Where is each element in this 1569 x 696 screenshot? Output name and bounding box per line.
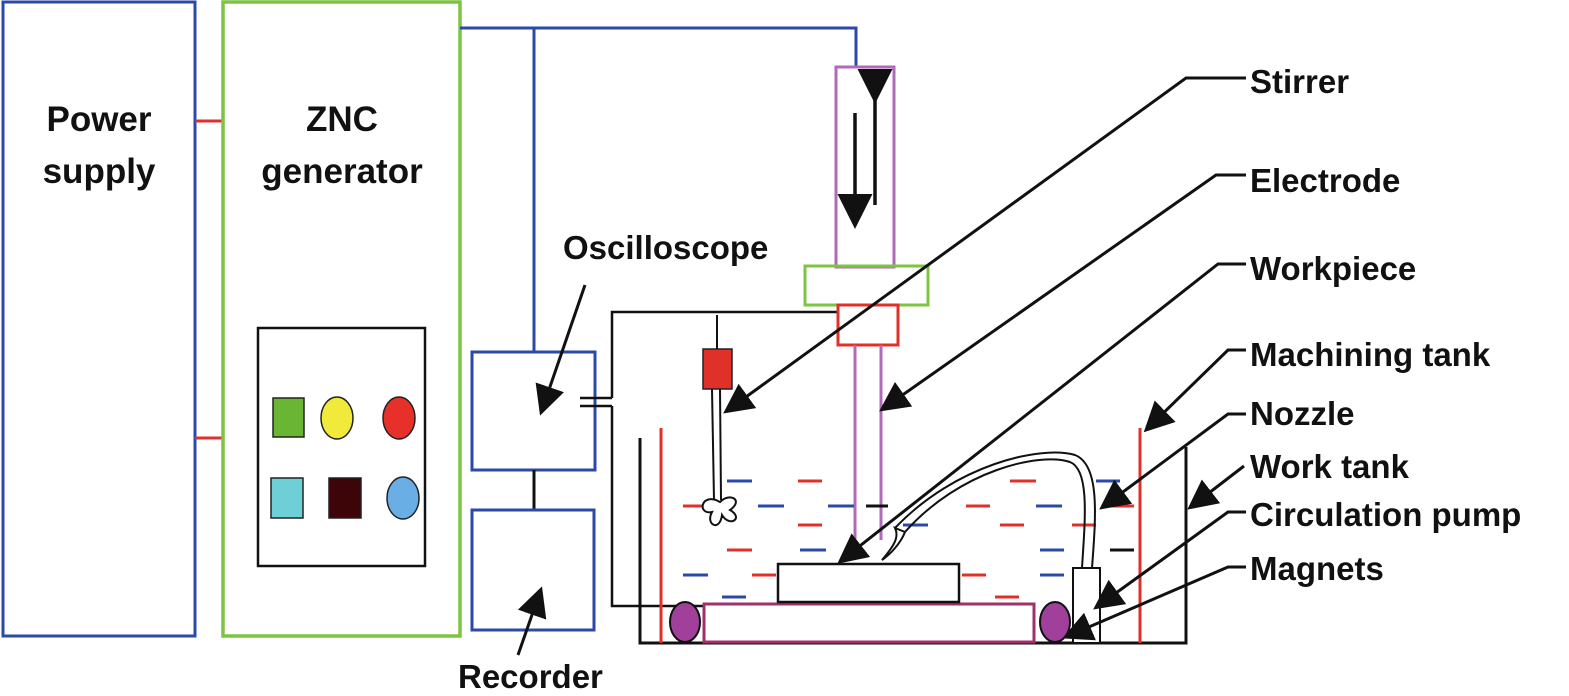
circulation-pump-label: Circulation pump <box>1250 496 1521 533</box>
green-indicator-icon <box>272 397 305 438</box>
stirrer-leader-arrow <box>723 76 1246 414</box>
oscilloscope-leader-arrow <box>535 284 587 416</box>
electrode-leader-arrow <box>879 173 1246 412</box>
machining-tank-label: Machining tank <box>1250 336 1491 373</box>
power-supply-label-line2: supply <box>43 152 156 191</box>
control-panel-indicators <box>270 396 420 520</box>
magnets-label: Magnets <box>1250 550 1384 587</box>
oscilloscope-label: Oscilloscope <box>563 229 768 266</box>
work-tank <box>638 438 1188 645</box>
leader-lines <box>516 76 1246 656</box>
right-magnet-icon <box>1039 601 1071 643</box>
left-magnet-icon <box>669 601 701 643</box>
electrode-assembly <box>803 65 930 540</box>
signal-wiring <box>460 26 858 352</box>
z-axis-column <box>834 65 896 269</box>
work-tank-leader-arrow <box>1187 464 1245 510</box>
cyan-indicator-icon <box>270 477 304 519</box>
stirrer-motor <box>702 348 733 390</box>
znc-generator-label-line2: generator <box>261 152 423 191</box>
stirrer-label: Stirrer <box>1250 63 1349 100</box>
stirrer-assembly <box>701 315 737 526</box>
recorder-label: Recorder <box>458 658 603 691</box>
workpiece-label: Workpiece <box>1250 250 1416 287</box>
znc-generator-unit: ZNC generator <box>221 0 462 638</box>
probe-wiring <box>580 310 838 608</box>
yellow-indicator-icon <box>320 396 354 440</box>
oscilloscope-box <box>470 350 597 472</box>
work-tank-label: Work tank <box>1250 448 1410 485</box>
machining-tank-leader-arrow <box>1143 348 1246 433</box>
dark-indicator-icon <box>328 477 362 519</box>
electrode-label: Electrode <box>1250 162 1400 199</box>
red-indicator-icon <box>382 396 416 440</box>
circulation-pump-leader-arrow <box>1093 510 1246 610</box>
nozzle-label: Nozzle <box>1250 395 1355 432</box>
spindle-holder <box>803 264 930 307</box>
nozzle-hoses <box>881 451 1096 569</box>
electrode-clamp <box>836 303 900 347</box>
nozzle-leader-arrow <box>1099 412 1246 510</box>
power-supply-unit: Power supply <box>1 0 197 638</box>
power-supply-label-line1: Power <box>46 100 151 139</box>
workpiece-leader-arrow <box>837 262 1246 564</box>
magnetic-base-plate <box>702 602 1036 644</box>
recorder-box <box>470 508 596 632</box>
stirrer-propeller-icon <box>701 496 737 526</box>
recorder-leader-arrow <box>516 586 547 656</box>
control-panel <box>256 326 427 568</box>
magnets-leader-arrow <box>1062 565 1246 641</box>
znc-generator-label-line1: ZNC <box>306 100 378 139</box>
blue-indicator-icon <box>386 476 420 520</box>
workpiece-block <box>776 562 961 604</box>
